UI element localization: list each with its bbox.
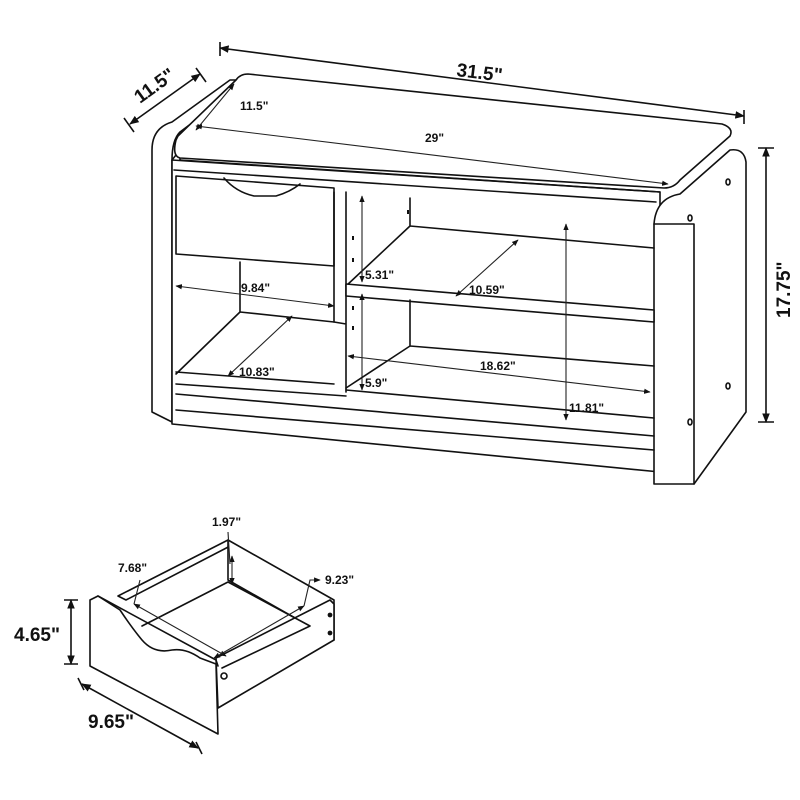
- bench-dimension-lines: [123, 42, 774, 423]
- overall-width-label: 31.5": [455, 60, 503, 86]
- upper-shelf-height-label: 5.31": [365, 268, 394, 282]
- overall-height-label: 17.75": [774, 261, 795, 318]
- left-compartment-width-label: 9.84": [241, 281, 270, 295]
- lower-shelf-height-label: 5.9": [365, 376, 387, 390]
- upper-shelf-depth-label: 10.59": [469, 283, 505, 297]
- drawer-height-label: 4.65": [14, 625, 60, 646]
- left-compartment-depth-label: 10.83": [239, 365, 275, 379]
- drawer-inner-depth-label: 7.68": [118, 561, 147, 575]
- drawer-width-label: 9.65": [88, 712, 134, 733]
- right-compartment-width-label: 18.62": [480, 359, 516, 373]
- cushion-depth-label: 11.5": [240, 99, 268, 113]
- overall-depth-label: 11.5": [131, 65, 180, 108]
- cushion-width-label: 29": [425, 131, 444, 145]
- drawer-inner-width-label: 9.23": [325, 573, 354, 587]
- bench-body: [151, 73, 747, 485]
- drawer-dimension-lines: [64, 531, 321, 755]
- right-compartment-height-label: 11.81": [569, 401, 604, 415]
- drawer-inner-height-label: 1.97": [212, 515, 241, 529]
